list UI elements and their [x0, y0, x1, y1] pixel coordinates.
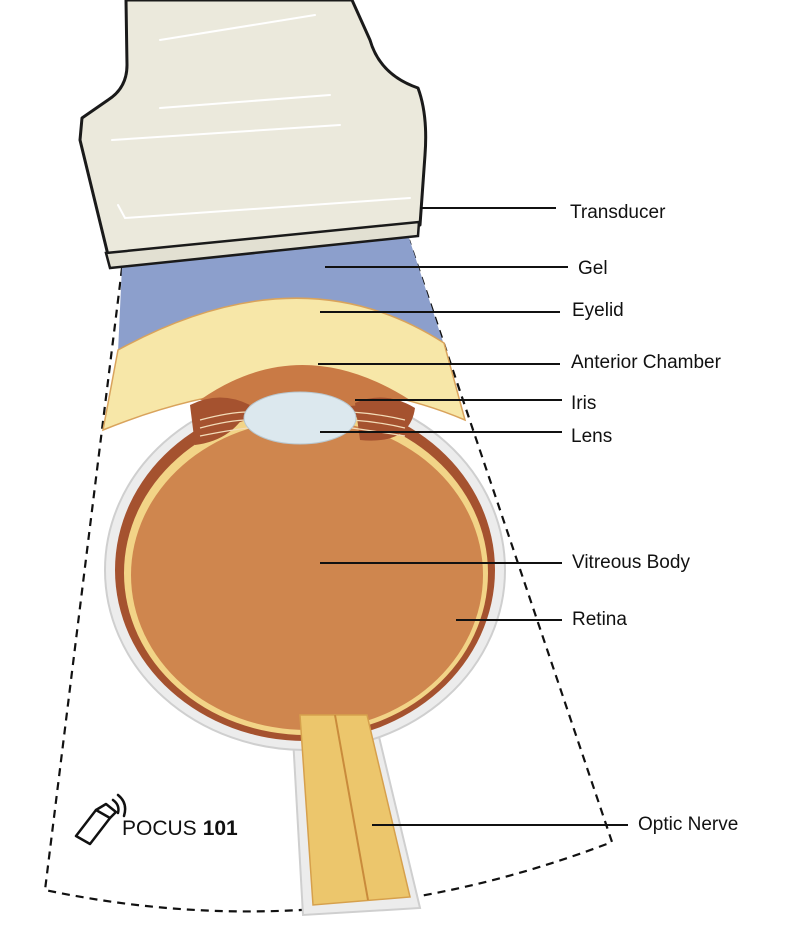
label-transducer: Transducer	[570, 202, 666, 223]
label-gel: Gel	[578, 258, 608, 279]
label-iris: Iris	[571, 393, 596, 414]
pocus-logo: POCUS 101	[74, 793, 238, 846]
label-anterior-chamber: Anterior Chamber	[571, 352, 722, 373]
label-lens: Lens	[571, 426, 612, 447]
ultrasound-probe-icon	[74, 793, 127, 846]
label-vitreous-body: Vitreous Body	[572, 552, 690, 573]
iris-left	[190, 397, 250, 445]
leader-lines	[318, 207, 628, 826]
transducer-face	[104, 220, 421, 270]
anterior-chamber	[200, 365, 410, 408]
logo-word: POCUS	[122, 817, 197, 840]
label-retina: Retina	[572, 609, 627, 630]
logo-wordmark: POCUS 101	[122, 817, 238, 840]
iris-right	[355, 397, 415, 441]
vitreous-body	[131, 420, 483, 730]
logo-number: 101	[203, 817, 238, 840]
lens	[243, 391, 357, 445]
optic-nerve	[299, 714, 411, 906]
label-optic-nerve: Optic Nerve	[638, 814, 738, 835]
optic-nerve-divider	[334, 714, 369, 901]
label-eyelid: Eyelid	[572, 300, 624, 321]
transducer-probe	[78, 0, 428, 257]
transducer-highlights	[111, 14, 411, 220]
